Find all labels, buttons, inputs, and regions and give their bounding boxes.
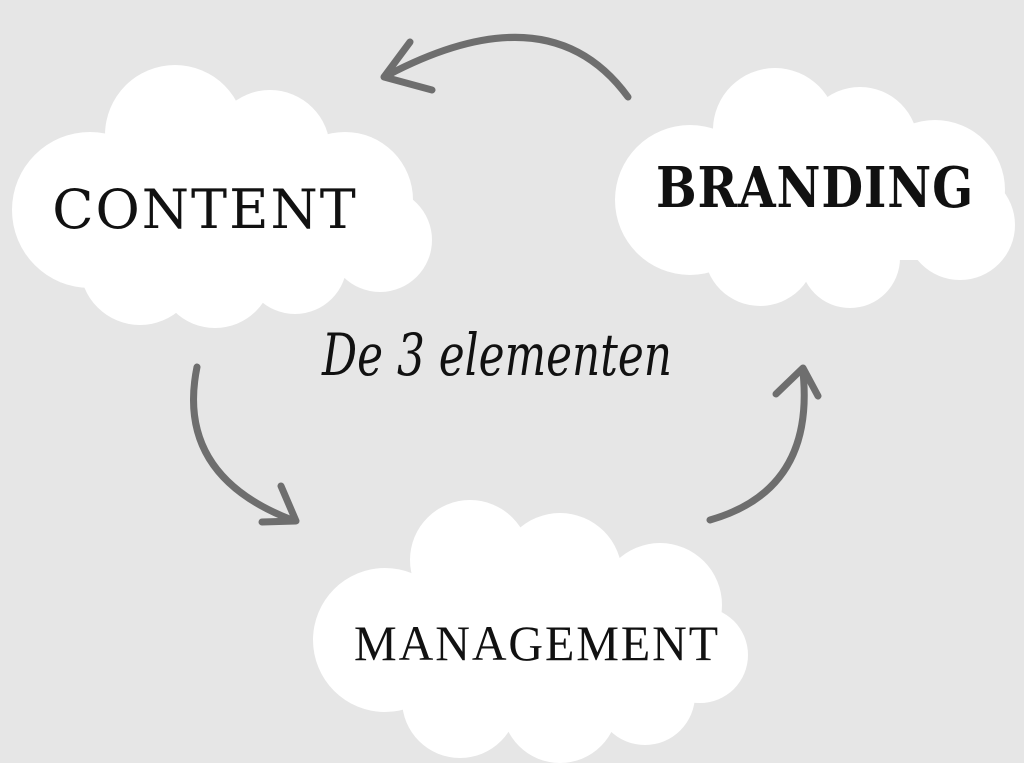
- node-label-content: CONTENT: [52, 178, 358, 241]
- cloud-content: [12, 65, 432, 328]
- arrow-branding-to-content: [380, 33, 632, 101]
- node-label-branding: BRANDING: [656, 155, 974, 221]
- cloud-branding: [615, 68, 1015, 308]
- center-title: De 3 elementen: [321, 321, 672, 389]
- arrow-content-to-management: [190, 363, 300, 526]
- node-label-management: MANAGEMENT: [354, 615, 720, 671]
- arrow-management-to-branding: [706, 364, 822, 524]
- cloud-management: [313, 500, 748, 763]
